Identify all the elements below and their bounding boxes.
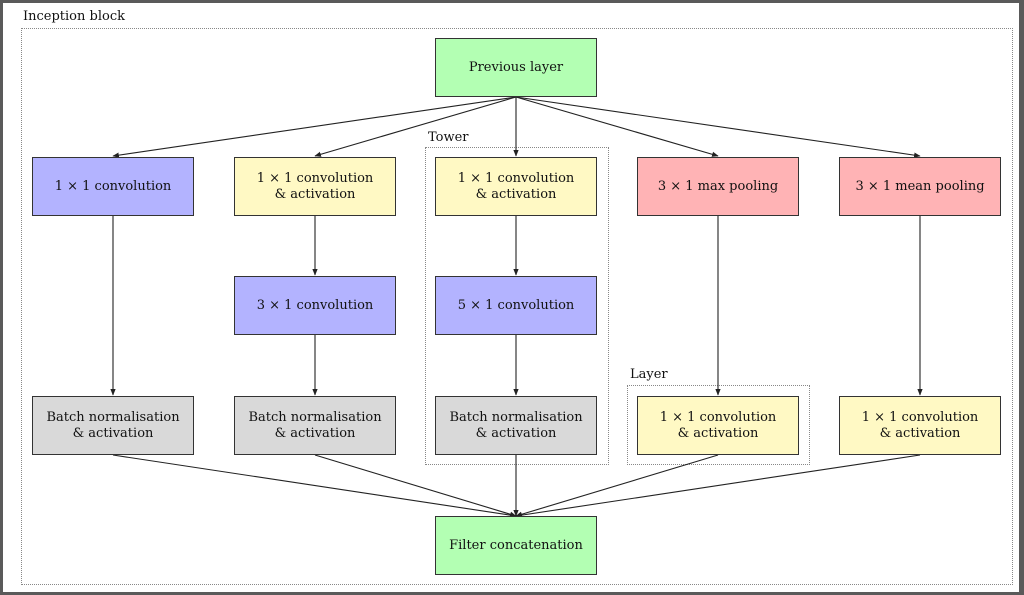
conv-1x1-activation-node-b: 1 × 1 convolution & activation bbox=[234, 157, 396, 216]
conv-3x1-node: 3 × 1 convolution bbox=[234, 276, 396, 335]
conv-1x1-node: 1 × 1 convolution bbox=[32, 157, 194, 216]
conv-1x1-activation-node-e: 1 × 1 convolution & activation bbox=[839, 396, 1001, 455]
edge-prev-to-meanpool bbox=[515, 96, 921, 158]
edge-conv1x1-act-d-to-concat bbox=[515, 454, 719, 517]
tower-label: Tower bbox=[428, 130, 469, 145]
batch-norm-node-a: Batch normalisation & activation bbox=[32, 396, 194, 455]
max-pooling-node: 3 × 1 max pooling bbox=[637, 157, 799, 216]
conv-5x1-node: 5 × 1 convolution bbox=[435, 276, 597, 335]
edge-bn-a-to-concat bbox=[112, 454, 517, 518]
conv-1x1-activation-node-c: 1 × 1 convolution & activation bbox=[435, 157, 597, 216]
inception-block-frame bbox=[21, 28, 1013, 585]
edges-layer bbox=[110, 96, 923, 518]
edge-prev-to-conv1x1 bbox=[112, 96, 517, 158]
layer-label: Layer bbox=[630, 367, 668, 382]
edge-conv1x1-act-e-to-concat bbox=[515, 454, 921, 518]
edge-prev-to-maxpool bbox=[515, 96, 719, 157]
previous-layer-node: Previous layer bbox=[435, 38, 597, 97]
inception-block-label: Inception block bbox=[23, 9, 125, 24]
conv-1x1-activation-node-d: 1 × 1 convolution & activation bbox=[637, 396, 799, 455]
filter-concatenation-node: Filter concatenation bbox=[435, 516, 597, 575]
batch-norm-node-b: Batch normalisation & activation bbox=[234, 396, 396, 455]
diagram-canvas: Inception block Tower Layer bbox=[3, 3, 1019, 592]
tower-frame bbox=[425, 147, 609, 465]
edge-prev-to-conv1x1-act-b bbox=[314, 96, 517, 157]
mean-pooling-node: 3 × 1 mean pooling bbox=[839, 157, 1001, 216]
batch-norm-node-c: Batch normalisation & activation bbox=[435, 396, 597, 455]
edge-bn-b-to-concat bbox=[314, 454, 517, 517]
